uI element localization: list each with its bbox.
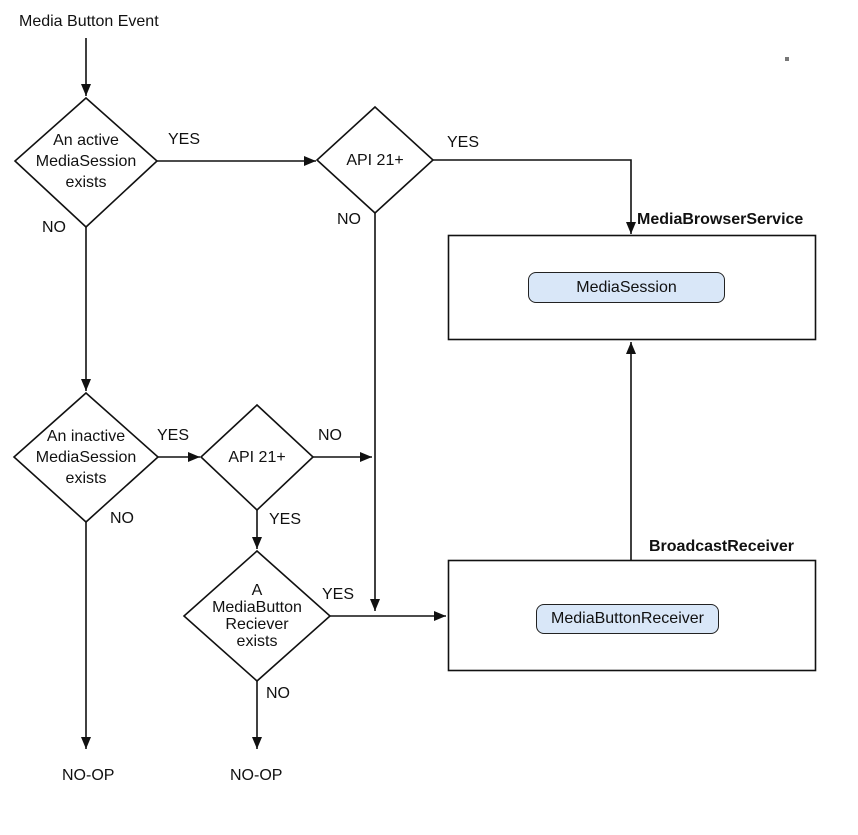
media-session-chip: MediaSession	[528, 272, 725, 303]
noop-left-label: NO-OP	[62, 767, 115, 784]
edge-label-mbr-no: NO	[266, 685, 290, 702]
edge-label-api21-top-yes: YES	[447, 134, 480, 151]
edge-label-active-yes: YES	[168, 131, 201, 148]
decision-mbr-exists-label: A MediaButton Reciever exists	[212, 582, 302, 650]
decision-inactive-session	[12, 391, 160, 524]
edge-label-inactive-no: NO	[110, 510, 134, 527]
media-button-receiver-chip: MediaButtonReceiver	[536, 604, 719, 634]
decision-mbr-exists	[182, 549, 332, 683]
artifact-dot	[785, 57, 789, 61]
start-label: Media Button Event	[19, 13, 159, 30]
decision-api21-top-label: API 21+	[346, 151, 404, 169]
decision-api21-top	[315, 105, 435, 215]
decision-api21-mid	[199, 403, 315, 512]
media-browser-service-title: MediaBrowserService	[637, 211, 804, 228]
edge-label-active-no: NO	[42, 219, 66, 236]
broadcast-receiver-title: BroadcastReceiver	[649, 538, 794, 555]
api21-top-yes-arrow	[433, 159, 636, 234]
decision-active-session-label: An active MediaSession exists	[35, 131, 137, 191]
media-button-receiver-chip-label: MediaButtonReceiver	[551, 610, 704, 627]
edge-label-api21-top-no: NO	[337, 211, 361, 228]
edge-label-mbr-yes: YES	[322, 586, 355, 603]
edge-label-api21-mid-no: NO	[318, 427, 342, 444]
decision-inactive-session-label: An inactive MediaSession exists	[35, 427, 137, 487]
edge-label-api21-mid-yes: YES	[269, 511, 302, 528]
edge-label-inactive-yes: YES	[157, 427, 190, 444]
decision-api21-mid-label: API 21+	[228, 448, 286, 466]
noop-right-label: NO-OP	[230, 767, 283, 784]
decision-active-session	[13, 96, 159, 229]
media-session-chip-label: MediaSession	[576, 278, 677, 296]
